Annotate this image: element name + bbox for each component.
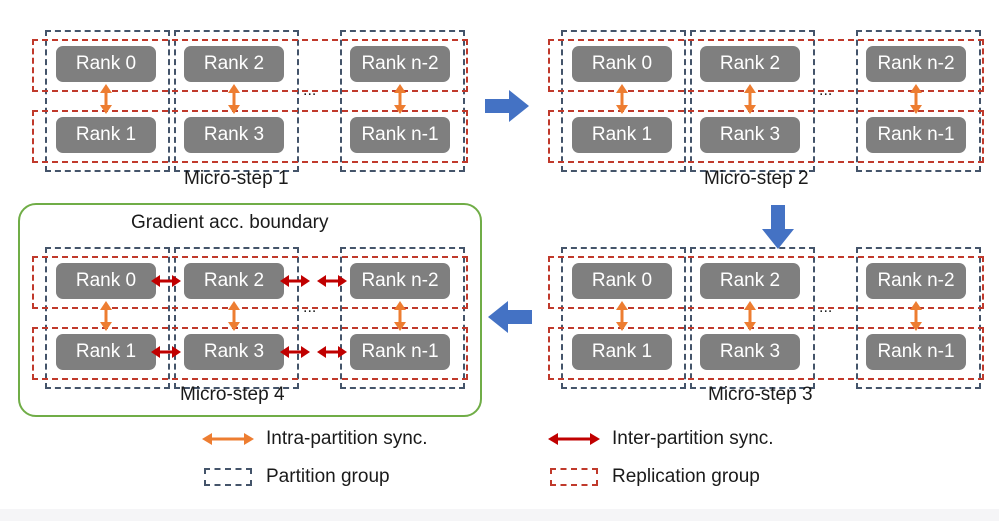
partition-group — [856, 30, 981, 172]
ellipsis: ... — [303, 299, 317, 316]
inter-sync-arrow — [317, 275, 347, 287]
rank-box: Rank 0 — [572, 263, 672, 299]
rank-box: Rank n-2 — [350, 46, 450, 82]
partition-group — [174, 30, 299, 172]
intra-sync-arrow — [744, 84, 756, 114]
intra-sync-arrow — [228, 301, 240, 331]
panel-micro-step-4: Rank 0 Rank 2 Rank n-2 Rank 1 Rank 3 Ran… — [30, 247, 470, 417]
intra-sync-arrow — [394, 84, 406, 114]
legend-intra-sync: Intra-partition sync. — [200, 428, 428, 450]
legend-inter-sync: Inter-partition sync. — [546, 428, 774, 450]
rank-box: Rank 0 — [572, 46, 672, 82]
replication-group — [32, 256, 468, 309]
panel-micro-step-3: Rank 0 Rank 2 Rank n-2 Rank 1 Rank 3 Ran… — [546, 247, 986, 417]
replication-group — [32, 327, 468, 380]
intra-sync-arrow — [616, 84, 628, 114]
replication-group — [548, 327, 984, 380]
rank-box: Rank 1 — [572, 334, 672, 370]
inter-sync-arrow — [280, 346, 310, 358]
intra-sync-arrow — [100, 84, 112, 114]
legend-label: Replication group — [612, 466, 760, 487]
partition-group — [340, 247, 465, 389]
rank-box: Rank n-2 — [350, 263, 450, 299]
rank-box: Rank n-1 — [866, 117, 966, 153]
rank-box: Rank 2 — [184, 263, 284, 299]
inter-sync-legend-icon — [548, 433, 600, 445]
rank-box: Rank 0 — [56, 263, 156, 299]
intra-sync-arrow — [100, 301, 112, 331]
legend-label: Partition group — [266, 466, 390, 487]
partition-group — [45, 30, 170, 172]
partition-group-legend-icon — [200, 466, 256, 488]
rank-box: Rank 3 — [700, 117, 800, 153]
ellipsis: ... — [303, 82, 317, 99]
replication-group-legend-icon — [546, 466, 602, 488]
inter-sync-arrow — [151, 346, 181, 358]
rank-box: Rank 1 — [56, 334, 156, 370]
rank-box: Rank 3 — [184, 334, 284, 370]
rank-box: Rank n-2 — [866, 263, 966, 299]
rank-box: Rank n-2 — [866, 46, 966, 82]
intra-sync-arrow — [910, 84, 922, 114]
partition-group — [856, 247, 981, 389]
rank-box: Rank 0 — [56, 46, 156, 82]
partition-group — [340, 30, 465, 172]
rank-box: Rank 3 — [184, 117, 284, 153]
partition-group — [174, 247, 299, 389]
partition-group — [45, 247, 170, 389]
rank-box: Rank 2 — [700, 263, 800, 299]
gradient-boundary-box — [18, 203, 482, 417]
inter-sync-arrow — [280, 275, 310, 287]
replication-group — [32, 39, 468, 92]
partition-group — [561, 30, 686, 172]
panel-micro-step-1: Rank 0 Rank 2 Rank n-2 Rank 1 Rank 3 Ran… — [30, 30, 470, 200]
flow-arrow-right — [485, 90, 529, 122]
rank-box: Rank n-1 — [350, 117, 450, 153]
inter-sync-arrow — [317, 346, 347, 358]
replication-group — [32, 110, 468, 163]
boundary-label: Gradient acc. boundary — [131, 212, 329, 233]
flow-arrow-down — [762, 205, 794, 249]
intra-sync-arrow — [228, 84, 240, 114]
intra-sync-arrow — [394, 301, 406, 331]
step-label: Micro-step 3 — [708, 384, 813, 405]
legend-replication-group: Replication group — [546, 466, 760, 488]
replication-group — [548, 39, 984, 92]
intra-sync-arrow — [744, 301, 756, 331]
rank-box: Rank 1 — [572, 117, 672, 153]
rank-box: Rank 2 — [184, 46, 284, 82]
rank-box: Rank 3 — [700, 334, 800, 370]
partition-group — [690, 30, 815, 172]
step-label: Micro-step 2 — [704, 168, 809, 189]
panel-micro-step-2: Rank 0 Rank 2 Rank n-2 Rank 1 Rank 3 Ran… — [546, 30, 986, 200]
rank-box: Rank 2 — [700, 46, 800, 82]
step-label: Micro-step 4 — [180, 384, 285, 405]
inter-sync-arrow — [151, 275, 181, 287]
ellipsis: ... — [819, 82, 833, 99]
intra-sync-arrow — [910, 301, 922, 331]
intra-sync-arrow — [616, 301, 628, 331]
intra-sync-legend-icon — [202, 433, 254, 445]
replication-group — [548, 256, 984, 309]
ellipsis: ... — [819, 299, 833, 316]
legend-label: Inter-partition sync. — [612, 428, 774, 449]
partition-group — [561, 247, 686, 389]
replication-group — [548, 110, 984, 163]
flow-arrow-left — [488, 301, 532, 333]
rank-box: Rank 1 — [56, 117, 156, 153]
legend-partition-group: Partition group — [200, 466, 390, 488]
footer-band — [0, 509, 999, 521]
rank-box: Rank n-1 — [866, 334, 966, 370]
legend-label: Intra-partition sync. — [266, 428, 428, 449]
partition-group — [690, 247, 815, 389]
rank-box: Rank n-1 — [350, 334, 450, 370]
step-label: Micro-step 1 — [184, 168, 289, 189]
